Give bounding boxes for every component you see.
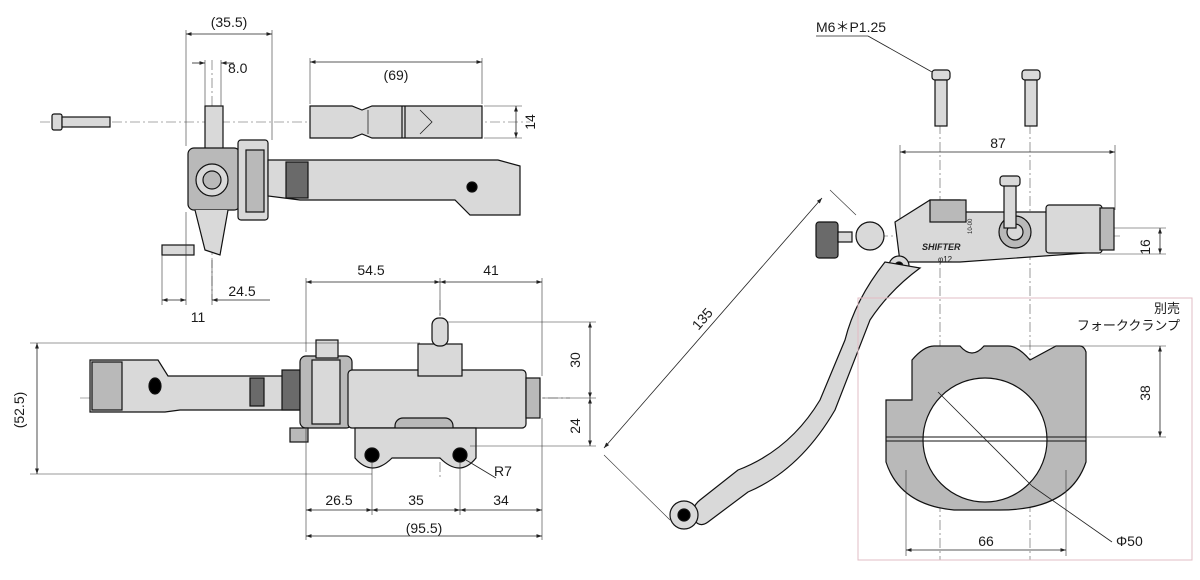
top-view: (35.5) 8.0 (69) 14 24.5 11 bbox=[40, 14, 538, 325]
dim-bottom-small: 11 bbox=[191, 309, 206, 325]
side-view: M6＊P1.25 87 16 SHIFTER φ12 10- bbox=[603, 19, 1166, 560]
dim-top-width: (35.5) bbox=[211, 14, 248, 30]
dim-bolt-spacing: 87 bbox=[990, 135, 1006, 151]
clamp-note-fork-clamp: フォーククランプ bbox=[1077, 319, 1180, 334]
bolt-thread-label: M6＊P1.25 bbox=[816, 19, 886, 35]
brand-logo: SHIFTER bbox=[922, 242, 961, 252]
dim-side-height: 16 bbox=[1137, 239, 1153, 255]
dim-clamp-height: 38 bbox=[1137, 385, 1153, 401]
dim-front-bottom-total: (95.5) bbox=[406, 520, 443, 536]
dim-clamp-diameter: Φ50 bbox=[1116, 533, 1143, 549]
bore-label: φ12 bbox=[938, 255, 953, 264]
dim-pin-width: 8.0 bbox=[228, 60, 248, 76]
bolt-left-side bbox=[931, 69, 951, 127]
dim-lever-height: 14 bbox=[522, 114, 538, 130]
front-body bbox=[289, 317, 541, 469]
lever-blade-top bbox=[309, 105, 483, 139]
dim-front-top-left: 54.5 bbox=[357, 262, 384, 278]
dim-front-bottom-b: 35 bbox=[408, 492, 424, 508]
dim-front-radius: R7 bbox=[494, 463, 512, 479]
dim-front-height: (52.5) bbox=[11, 392, 27, 429]
clamp-view: 別売 フォーククランプ 38 66 Φ50 bbox=[857, 297, 1193, 561]
spec-label: 10-00 bbox=[968, 218, 974, 234]
fork-clamp bbox=[885, 345, 1087, 511]
dim-bottom-offset: 24.5 bbox=[228, 283, 255, 299]
bolt-right-side bbox=[1021, 69, 1041, 127]
clamp-note-separate: 別売 bbox=[1154, 301, 1180, 317]
dim-front-top-right: 41 bbox=[483, 262, 499, 278]
side-body: SHIFTER φ12 10-00 bbox=[815, 175, 1115, 277]
dim-lever-length: (69) bbox=[384, 67, 409, 83]
dim-front-bottom-a: 26.5 bbox=[325, 492, 352, 508]
dim-front-lower: 24 bbox=[567, 418, 583, 434]
dim-lever-arm-length: 135 bbox=[689, 304, 717, 332]
side-lever-arm bbox=[692, 261, 922, 526]
top-body bbox=[161, 105, 521, 256]
dim-clamp-width: 66 bbox=[978, 533, 994, 549]
dim-front-bottom-c: 34 bbox=[493, 492, 509, 508]
bolt-left bbox=[51, 113, 111, 131]
dim-front-upper: 30 bbox=[567, 352, 583, 368]
front-view: 54.5 41 (52.5) 30 24 R7 26.5 35 34 (95.5… bbox=[11, 262, 596, 540]
